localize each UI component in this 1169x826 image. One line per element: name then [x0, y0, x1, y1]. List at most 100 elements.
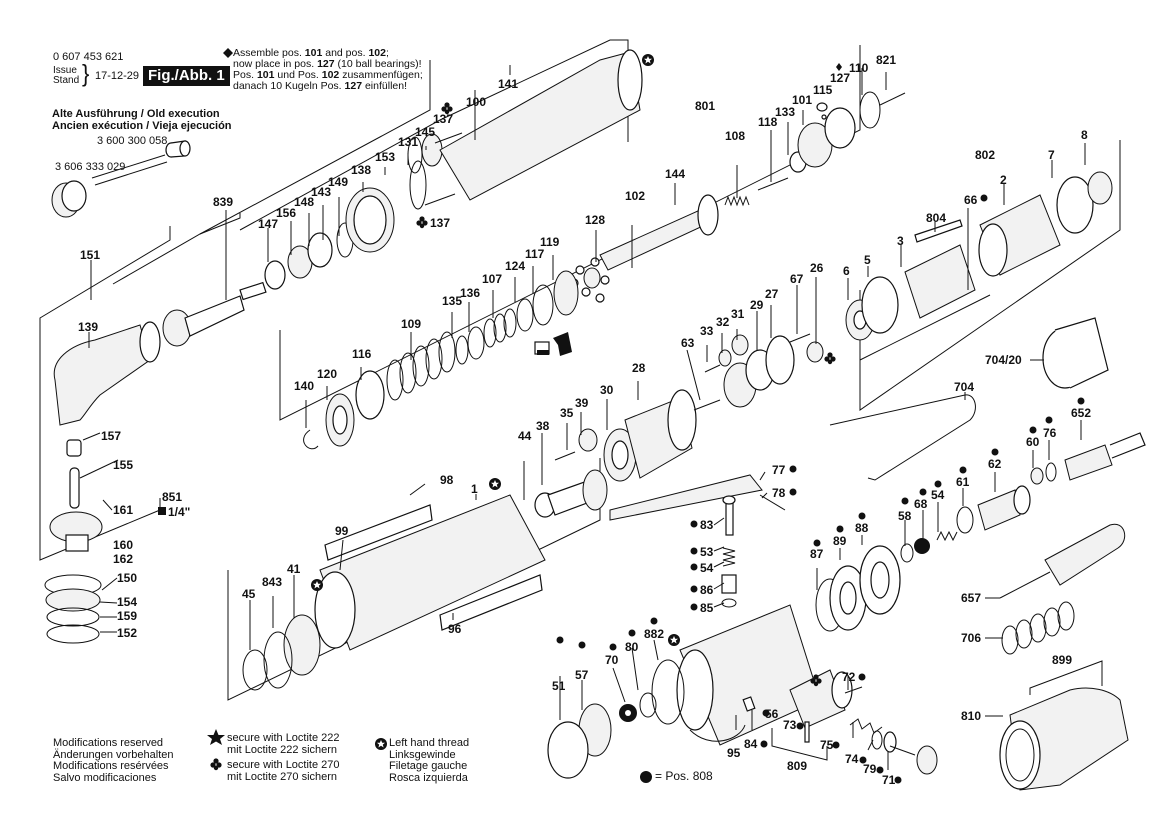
part-labels: 151 139 157 155 161 160 162 851 1/4" 150… — [78, 53, 1091, 787]
label-6: 6 — [843, 264, 850, 278]
nut-138 — [345, 187, 395, 253]
label-27: 27 — [765, 287, 779, 301]
loctite-222-de: mit Loctite 222 sichern — [227, 743, 338, 756]
label-899: 899 — [1052, 653, 1072, 667]
label-140: 140 — [294, 379, 314, 393]
label-78: 78 — [772, 486, 786, 500]
label-153: 153 — [375, 150, 395, 164]
pos-808-dot-icon — [640, 771, 652, 783]
exhaust-95 — [689, 724, 746, 742]
label-154: 154 — [117, 595, 137, 609]
group-bracket-851 — [39, 430, 161, 561]
pin-33 — [704, 364, 721, 373]
label-89: 89 — [833, 534, 847, 548]
o-ring-45 — [242, 649, 268, 691]
hex-key-704 — [829, 394, 976, 481]
old-part-b-number: 3 606 333 029 — [55, 161, 126, 173]
label-71: 71 — [882, 773, 896, 787]
modifications-fr: Modifications resérvées — [53, 760, 169, 772]
label-652: 652 — [1071, 406, 1091, 420]
label-98: 98 — [440, 473, 454, 487]
label-156: 156 — [276, 206, 296, 220]
label-30: 30 — [600, 383, 614, 397]
modifications-note: Modifications reserved Änderungen vorbeh… — [53, 737, 173, 784]
pin-118 — [757, 177, 789, 191]
label-96: 96 — [448, 622, 462, 636]
assembly-note-line4: danach 10 Kugeln Pos. 127 einfüllen! — [233, 80, 407, 92]
muffler-89 — [829, 565, 867, 631]
label-84: 84 — [744, 737, 758, 751]
document-part-number: 0 607 453 621 — [53, 51, 124, 63]
label-131: 131 — [398, 135, 418, 149]
label-3: 3 — [897, 234, 904, 248]
ring-gear-28 — [624, 389, 697, 479]
left-thread-fr: Filetage gauche — [389, 760, 468, 772]
assembly-note-line1: Assemble pos. 101 and pos. 102; — [233, 47, 389, 59]
left-thread-en: Left hand thread — [389, 737, 470, 749]
pos-808-legend: = Pos. 808 — [655, 769, 713, 783]
label-139: 139 — [78, 320, 98, 334]
knob-71 — [883, 731, 938, 775]
label-5: 5 — [864, 253, 871, 267]
left-thread-de: Linksgewinde — [389, 748, 456, 761]
label-882: 882 — [644, 627, 664, 641]
label-149: 149 — [328, 175, 348, 189]
carrier-38 — [547, 469, 608, 516]
label-118: 118 — [758, 115, 778, 129]
pin-821 — [879, 92, 906, 106]
label-39: 39 — [575, 396, 589, 410]
spring-80 — [639, 692, 657, 718]
label-85: 85 — [700, 601, 714, 615]
plate-116 — [355, 370, 385, 420]
label-147: 147 — [258, 217, 278, 231]
label-704: 704 — [954, 380, 974, 394]
label-810: 810 — [961, 709, 981, 723]
issue-label: Issue Stand — [53, 66, 79, 86]
o-ring-61 — [956, 506, 974, 534]
label-802: 802 — [975, 148, 995, 162]
label-98 — [324, 504, 433, 561]
club-137b-icon — [416, 216, 428, 229]
left-thread-icon-100 — [642, 54, 654, 66]
label-137a: 137 — [433, 112, 453, 126]
label-145: 145 — [415, 125, 435, 139]
label-74: 74 — [845, 752, 859, 766]
old-execution-title-line1: Alte Ausführung / Old execution — [52, 108, 220, 120]
label-54: 54 — [700, 561, 714, 575]
label-801: 801 — [695, 99, 715, 113]
gear-120 — [325, 393, 355, 447]
label-843: 843 — [262, 575, 282, 589]
label-159: 159 — [117, 609, 137, 623]
label-144: 144 — [665, 167, 685, 181]
label-56: 56 — [765, 707, 779, 721]
label-155: 155 — [113, 458, 133, 472]
issue-date: 17-12-29 — [95, 70, 140, 82]
diamond-127-icon — [836, 63, 842, 71]
pin-66 — [859, 294, 991, 361]
spring-108 — [724, 195, 750, 207]
label-45: 45 — [242, 587, 256, 601]
label-1: 1 — [471, 482, 478, 496]
label-117: 117 — [525, 247, 545, 261]
plate-5 — [861, 276, 899, 334]
label-28: 28 — [632, 361, 646, 375]
label-138: 138 — [351, 163, 371, 177]
old-bushing-part — [165, 140, 191, 158]
label-148: 148 — [294, 195, 314, 209]
label-29: 29 — [750, 298, 764, 312]
end-plate-51 — [547, 721, 589, 779]
issue-label-en: Issue — [53, 65, 77, 76]
group-bracket-839 — [112, 213, 241, 285]
label-102: 102 — [625, 189, 645, 203]
group-bracket-802 — [859, 140, 1121, 411]
assembly-note-line3: Pos. 101 und Pos. 102 zusammenfügen; — [233, 69, 423, 81]
old-part-a-number: 3 600 300 058 — [97, 135, 168, 147]
assembly-note-line2: now place in pos. 127 (10 ball bearings)… — [233, 58, 422, 70]
label-26: 26 — [810, 261, 824, 275]
label-2: 2 — [1000, 173, 1007, 187]
label-120: 120 — [317, 367, 337, 381]
label-127: 127 — [830, 71, 850, 85]
label-77: 77 — [772, 463, 786, 477]
label-80: 80 — [625, 640, 639, 654]
label-87: 87 — [810, 547, 824, 561]
